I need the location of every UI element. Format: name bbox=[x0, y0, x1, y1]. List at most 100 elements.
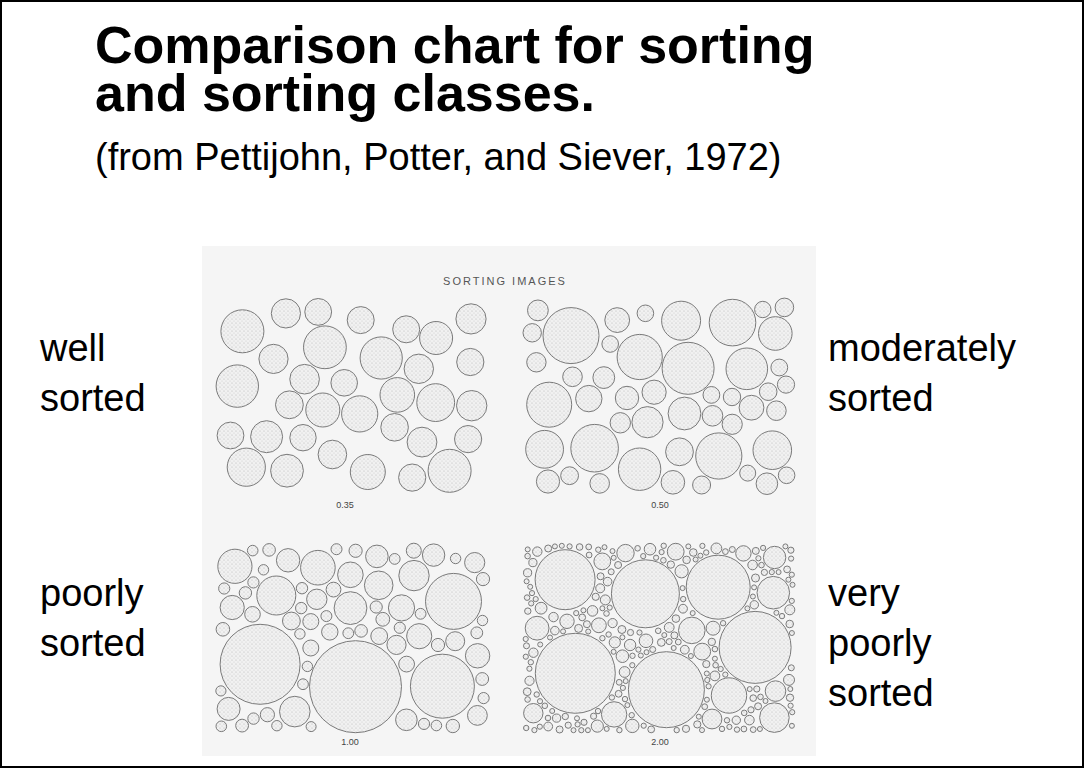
grain bbox=[767, 401, 787, 421]
grain bbox=[342, 396, 378, 432]
grain bbox=[550, 709, 555, 714]
grain bbox=[525, 547, 530, 552]
grain bbox=[528, 584, 533, 589]
grain bbox=[579, 728, 584, 733]
grain bbox=[712, 646, 718, 652]
grain bbox=[221, 310, 264, 353]
grain bbox=[694, 643, 711, 660]
grain bbox=[708, 638, 715, 645]
grain bbox=[736, 546, 751, 561]
sorting-class: well sorted bbox=[40, 323, 190, 423]
grain bbox=[248, 577, 259, 588]
grain bbox=[789, 598, 794, 603]
grain bbox=[724, 718, 729, 723]
grain bbox=[761, 545, 766, 550]
grain bbox=[529, 648, 538, 657]
grain bbox=[600, 606, 605, 611]
grain bbox=[586, 552, 592, 558]
grain bbox=[364, 571, 393, 600]
grain bbox=[758, 694, 764, 700]
grain bbox=[603, 577, 612, 586]
grain bbox=[533, 597, 538, 602]
grain bbox=[417, 384, 455, 422]
grain bbox=[711, 678, 746, 713]
grain bbox=[581, 608, 586, 613]
grain bbox=[525, 608, 531, 614]
grain bbox=[790, 710, 795, 715]
grain bbox=[674, 727, 679, 732]
grain bbox=[219, 583, 230, 594]
grain bbox=[528, 300, 549, 321]
sorting-class: moderately sorted bbox=[828, 323, 1068, 423]
grain bbox=[593, 367, 615, 389]
grain bbox=[615, 386, 638, 409]
grain bbox=[575, 624, 583, 632]
grain bbox=[705, 677, 710, 682]
grain bbox=[659, 550, 664, 555]
grain bbox=[729, 547, 735, 553]
grain bbox=[759, 562, 765, 568]
grain bbox=[415, 608, 426, 619]
grain bbox=[381, 414, 409, 442]
grain bbox=[247, 545, 258, 556]
grain bbox=[657, 639, 665, 647]
grain bbox=[680, 645, 689, 654]
grain bbox=[535, 602, 547, 614]
grain bbox=[704, 671, 709, 676]
grain bbox=[726, 348, 768, 390]
grain bbox=[605, 308, 630, 333]
sorting-value: 1.00 bbox=[325, 737, 375, 748]
grain bbox=[700, 728, 705, 733]
grain bbox=[563, 367, 583, 387]
chart-heading: SORTING IMAGES bbox=[405, 274, 605, 288]
grain bbox=[535, 550, 595, 610]
grain bbox=[632, 407, 663, 438]
grain bbox=[298, 679, 309, 690]
grain bbox=[592, 593, 599, 600]
grain bbox=[399, 560, 429, 590]
grain bbox=[597, 573, 604, 580]
grain bbox=[596, 584, 605, 593]
grain bbox=[549, 612, 558, 621]
grain bbox=[583, 621, 590, 628]
grain bbox=[571, 424, 619, 472]
grain bbox=[655, 628, 661, 634]
grain bbox=[625, 703, 630, 708]
grain bbox=[551, 626, 560, 635]
grain bbox=[769, 570, 774, 575]
grain bbox=[686, 555, 750, 619]
grain bbox=[709, 299, 756, 346]
grain bbox=[276, 549, 299, 572]
grain bbox=[719, 726, 724, 731]
grain bbox=[711, 543, 722, 554]
grain bbox=[407, 427, 437, 457]
grain bbox=[216, 623, 230, 637]
grain bbox=[545, 545, 552, 552]
grain bbox=[661, 558, 667, 564]
grain bbox=[789, 723, 794, 728]
grain bbox=[331, 544, 342, 555]
grain bbox=[216, 686, 226, 696]
grain bbox=[542, 703, 548, 709]
grain bbox=[683, 556, 691, 564]
grain bbox=[465, 644, 489, 668]
grain bbox=[620, 635, 625, 640]
grain bbox=[607, 605, 612, 610]
sorting-value: 0.35 bbox=[320, 500, 370, 511]
grain bbox=[723, 549, 729, 555]
grain bbox=[543, 308, 599, 364]
grain bbox=[620, 685, 625, 690]
grain bbox=[396, 709, 418, 731]
grain bbox=[407, 624, 432, 649]
grain bbox=[775, 298, 794, 317]
grain bbox=[258, 565, 268, 575]
grain bbox=[477, 615, 487, 625]
grain bbox=[347, 307, 374, 334]
grain bbox=[248, 713, 259, 724]
grain bbox=[686, 544, 691, 549]
grain bbox=[576, 385, 602, 411]
grain bbox=[523, 688, 531, 696]
grain bbox=[627, 629, 633, 635]
grain bbox=[693, 557, 698, 562]
grain bbox=[644, 650, 649, 655]
